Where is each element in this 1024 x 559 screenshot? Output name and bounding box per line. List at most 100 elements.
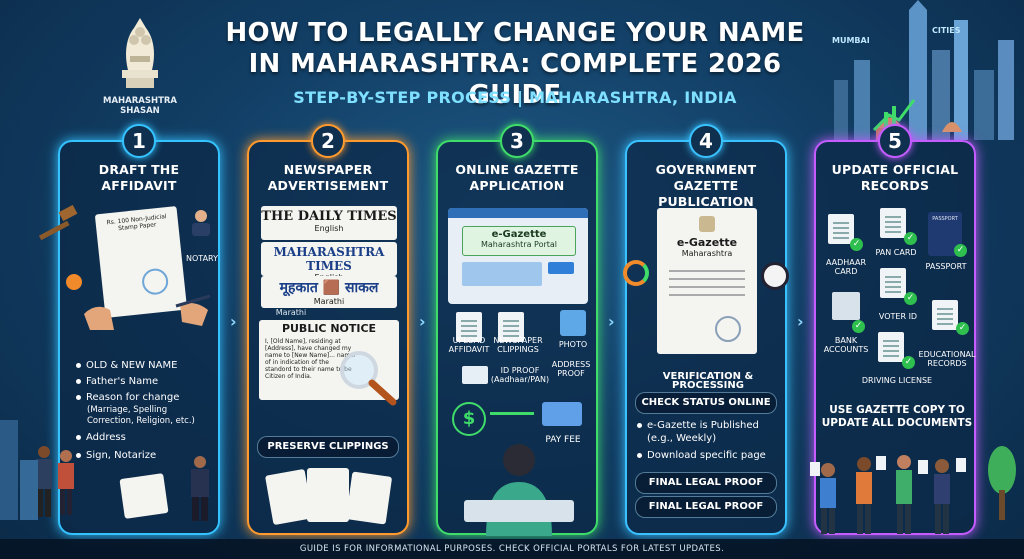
verification-label: VERIFICATION & PROCESSING <box>662 371 754 391</box>
city-skyline-illustration <box>834 0 1014 140</box>
clipping-1 <box>264 468 314 526</box>
check-status-button[interactable]: CHECK STATUS ONLINE <box>635 392 777 414</box>
bullet-sign-notarize: Sign, Notarize <box>76 450 156 462</box>
bullet-egazette-published: e-Gazette is Published <box>637 420 759 432</box>
upload-affidavit-icon <box>456 312 482 342</box>
id-card-icon <box>462 366 488 384</box>
passport-label: PASSPORT <box>925 262 967 271</box>
gazette-document: e-Gazette Maharashtra <box>657 208 757 354</box>
city-label-mumbai: MUMBAI <box>832 36 870 45</box>
signed-document <box>119 473 169 519</box>
signing-hands-illustration <box>84 294 211 330</box>
newspaper-maharashtra-times: MAHARASHTRA TIMES English <box>261 242 397 282</box>
bullet-reason: Reason for change <box>76 392 179 404</box>
id-proof-label: ID PROOF(Aadhaar/PAN) <box>490 366 550 384</box>
left-buildings-illustration <box>0 420 38 520</box>
bank-icon <box>832 292 860 320</box>
dollar-coin-icon: $ <box>452 402 486 436</box>
check-icon: ✓ <box>904 232 917 245</box>
chevron-right-icon: › <box>230 312 237 331</box>
page-subtitle: STEP-BY-STEP PROCESS | MAHARASHTRA, INDI… <box>293 88 737 107</box>
footer-disclaimer: GUIDE IS FOR INFORMATIONAL PURPOSES. CHE… <box>0 539 1024 559</box>
step-3-badge: 3 <box>500 124 534 158</box>
tree-icon <box>988 446 1016 520</box>
check-icon: ✓ <box>852 320 865 333</box>
notary-label: NOTARY <box>186 254 218 263</box>
approval-badge-icon <box>66 274 82 290</box>
e-gazette-banner: e-Gazette Maharashtra Portal <box>462 226 576 256</box>
clipping-2 <box>307 468 349 522</box>
voter-id-label: VOTER ID <box>878 312 918 321</box>
photo-icon <box>560 310 586 336</box>
gazette-portal-window: e-Gazette Maharashtra Portal <box>448 208 588 304</box>
final-legal-proof-label-2: FINAL LEGAL PROOF <box>635 496 777 518</box>
bullet-old-new-name: OLD & NEW NAME <box>76 360 177 372</box>
notary-person-icon <box>192 210 210 236</box>
aadhaar-card-icon <box>828 214 854 244</box>
state-emblem-icon <box>122 18 158 88</box>
driving-license-icon <box>878 332 904 362</box>
photo-label: PHOTO <box>558 340 588 349</box>
credit-card-icon <box>542 402 582 426</box>
newspaper-daily-times: THE DAILY TIMES English <box>261 206 397 240</box>
check-icon: ✓ <box>956 322 969 335</box>
magnifier-icon <box>340 351 397 406</box>
newspaper-clippings-icon <box>498 312 524 342</box>
newspaper-lang-label: Marathi <box>275 308 307 317</box>
bullet-address: Address <box>76 432 126 444</box>
pan-card-label: PAN CARD <box>875 248 917 257</box>
step-1-badge: 1 <box>122 124 156 158</box>
bullet-fathers-name: Father's Name <box>76 376 158 388</box>
step-2-badge: 2 <box>311 124 345 158</box>
emblem-icon <box>699 216 715 232</box>
chevron-right-icon: › <box>419 312 426 331</box>
bullet-weekly: (e.g., Weekly) <box>647 433 717 444</box>
educational-records-icon <box>932 300 958 330</box>
pan-card-icon <box>880 208 906 238</box>
user-at-laptop-illustration <box>464 444 574 536</box>
lawyer-illustration <box>191 456 209 521</box>
check-icon: ✓ <box>902 356 915 369</box>
step-5-badge: 5 <box>878 124 912 158</box>
page-title: HOW TO LEGALLY CHANGE YOUR NAME IN MAHAR… <box>225 18 805 110</box>
bullet-download-page: Download specific page <box>637 450 766 462</box>
clipping-3 <box>345 471 393 525</box>
people-holding-documents-illustration <box>810 455 966 534</box>
clock-icon <box>761 262 789 290</box>
driving-license-label: DRIVING LICENSE <box>861 376 933 385</box>
refresh-cycle-icon <box>623 260 649 286</box>
chevron-right-icon: › <box>797 312 804 331</box>
people-illustration <box>36 446 74 517</box>
newspaper-marathi: मूहकात 🟫 साकल Marathi <box>261 276 397 308</box>
seal-icon <box>140 267 170 296</box>
check-icon: ✓ <box>954 244 967 257</box>
pay-fee-label: PAY FEE <box>545 435 581 445</box>
final-legal-proof-label-1: FINAL LEGAL PROOF <box>635 472 777 494</box>
chevron-right-icon: › <box>608 312 615 331</box>
gavel-icon <box>38 204 78 240</box>
check-icon: ✓ <box>850 238 863 251</box>
step-4-badge: 4 <box>689 124 723 158</box>
check-icon: ✓ <box>904 292 917 305</box>
arrow-right-icon <box>490 412 534 415</box>
city-label-cities: CITIES <box>932 26 961 35</box>
